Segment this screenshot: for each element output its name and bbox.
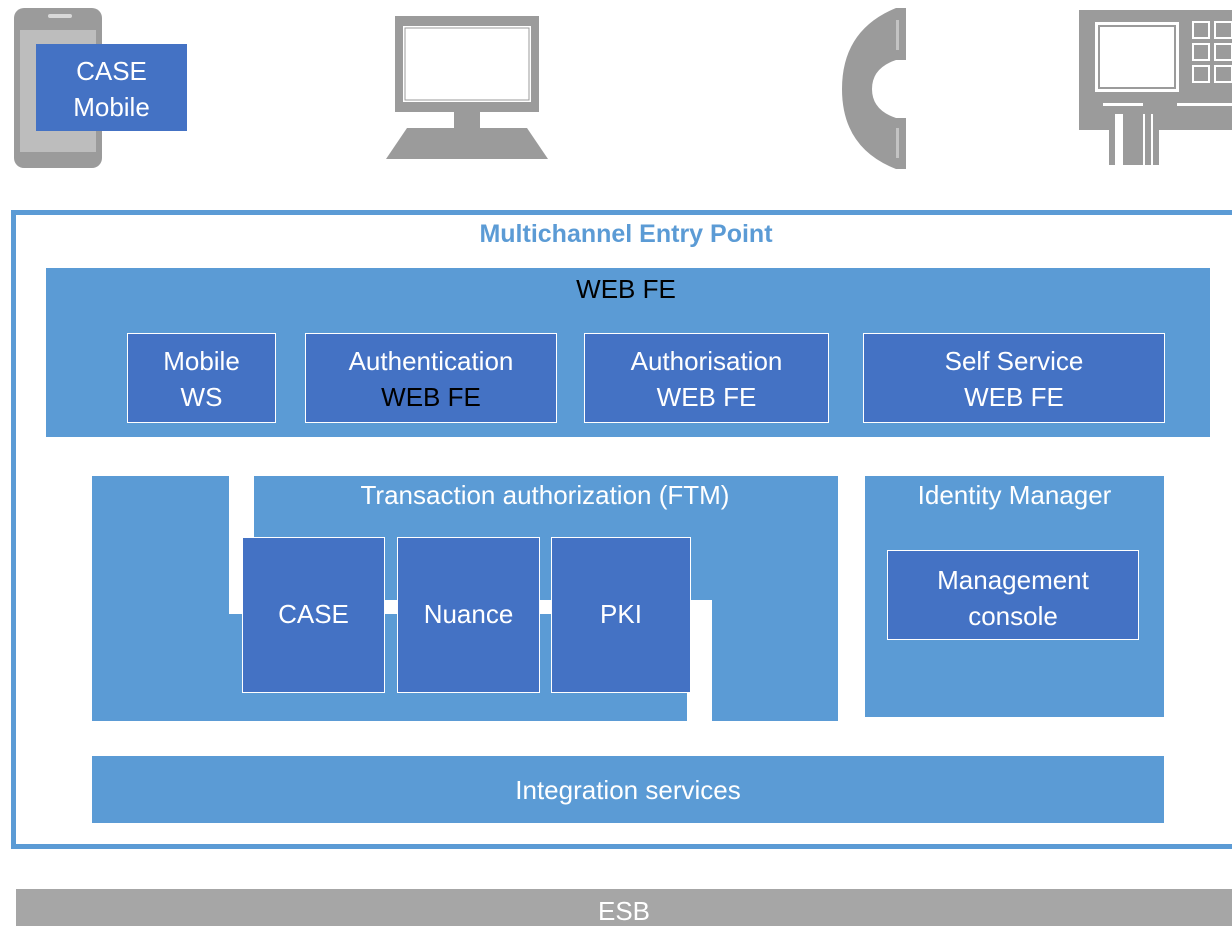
esb-bar: ESB xyxy=(16,889,1232,926)
entry-point-title: Multichannel Entry Point xyxy=(479,220,773,248)
authorisation-line2: WEB FE xyxy=(656,382,757,412)
authorisation-line1: Authorisation xyxy=(630,346,783,376)
ftm-nuance-label: Nuance xyxy=(423,599,514,629)
mobile-ws-line2: WS xyxy=(180,382,223,412)
telephone-icon xyxy=(842,8,906,169)
case-mobile-label-line2: Mobile xyxy=(73,92,150,122)
management-console-line1: Management xyxy=(937,565,1089,595)
self-service-line1: Self Service xyxy=(944,346,1084,376)
integration-services-label: Integration services xyxy=(515,775,741,805)
mobile-ws-line1: Mobile xyxy=(163,346,240,376)
authentication-line2: WEB FE xyxy=(381,382,481,412)
web-fe-title: WEB FE xyxy=(576,274,676,304)
case-mobile-label-line1: CASE xyxy=(76,56,147,86)
identity-manager-title: Identity Manager xyxy=(917,480,1112,510)
self-service-line2: WEB FE xyxy=(964,382,1064,412)
ftm-title: Transaction authorization (FTM) xyxy=(360,480,730,510)
ftm-pki-module: PKI xyxy=(551,537,691,693)
authorisation-web-fe-module: Authorisation WEB FE xyxy=(584,333,829,423)
management-console-line2: console xyxy=(968,601,1058,631)
mobile-ws-module: Mobile WS xyxy=(127,333,276,423)
management-console-module: Management console xyxy=(887,550,1139,640)
ftm-pki-label: PKI xyxy=(600,599,642,629)
esb-label: ESB xyxy=(597,896,651,926)
integration-services-bar: Integration services xyxy=(92,756,1164,823)
multichannel-entry-point-frame xyxy=(11,210,1232,849)
ftm-case-label: CASE xyxy=(278,599,349,629)
ftm-case-module: CASE xyxy=(242,537,385,693)
desktop-computer-icon xyxy=(386,16,548,159)
ftm-nuance-module: Nuance xyxy=(397,537,540,693)
case-mobile-card: CASE Mobile xyxy=(36,44,187,131)
self-service-web-fe-module: Self Service WEB FE xyxy=(863,333,1165,423)
atm-icon xyxy=(1079,10,1232,165)
authentication-line1: Authentication xyxy=(348,346,514,376)
authentication-web-fe-module: Authentication WEB FE xyxy=(305,333,557,423)
ftm-lower-right xyxy=(712,599,838,721)
